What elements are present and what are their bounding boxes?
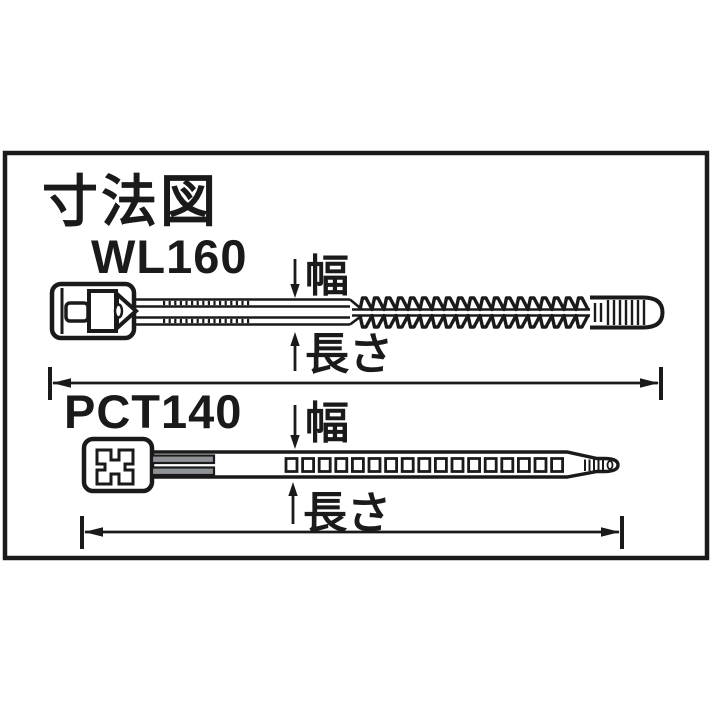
pct140-section: PCT140 幅 長さ bbox=[64, 385, 624, 549]
pct140-width-label: 幅 bbox=[305, 399, 349, 448]
wl160-tip-ribs bbox=[606, 300, 646, 325]
pct140-cable-tie-drawing bbox=[81, 436, 620, 494]
pct140-slot-bar-bottom bbox=[150, 466, 216, 477]
wl160-tip-cross-marks bbox=[593, 303, 603, 322]
pct140-slot-bar-top bbox=[150, 454, 216, 465]
pct140-tip-hole bbox=[606, 460, 614, 470]
wl160-dimension-arrowhead-right-icon bbox=[640, 378, 659, 388]
pct140-dimension-arrowhead-left-icon bbox=[84, 527, 103, 537]
pct140-length-dimension-line bbox=[80, 516, 624, 549]
wl160-head-slot bbox=[87, 289, 118, 333]
wl160-teeth-bottom bbox=[358, 313, 590, 329]
pct140-head-h-cutout bbox=[95, 448, 135, 486]
wl160-length-annotation: 長さ bbox=[290, 330, 393, 379]
pct140-square-holes bbox=[284, 457, 564, 473]
wl160-teeth-top bbox=[358, 296, 590, 312]
pct140-dimension-arrowhead-right-icon bbox=[601, 527, 620, 537]
wl160-strap-serration-dashes bbox=[163, 300, 251, 324]
wl160-head-pawl bbox=[64, 301, 90, 323]
diagram-title: 寸法図 bbox=[42, 170, 219, 233]
wl160-length-arrow-up-icon bbox=[290, 332, 300, 346]
pct140-model-label: PCT140 bbox=[64, 385, 242, 438]
pct140-length-arrow-up-icon bbox=[288, 482, 298, 496]
pct140-length-annotation: 長さ bbox=[288, 482, 391, 538]
pct140-tip-ribs bbox=[584, 459, 604, 471]
wl160-cable-tie-drawing bbox=[49, 281, 665, 341]
wl160-strap-rails bbox=[133, 298, 350, 326]
wl160-dimension-arrowhead-left-icon bbox=[52, 378, 71, 388]
wl160-model-label: WL160 bbox=[91, 230, 248, 283]
wl160-length-dimension-line bbox=[48, 367, 663, 400]
wl160-width-arrow-down-icon bbox=[290, 284, 300, 298]
wl160-length-label: 長さ bbox=[305, 330, 393, 379]
wl160-section: WL160 幅 bbox=[48, 230, 665, 400]
wl160-width-label: 幅 bbox=[305, 252, 349, 301]
wl160-head-latch-pin bbox=[113, 303, 124, 319]
pct140-width-arrow-down-icon bbox=[290, 435, 300, 449]
wl160-width-annotation: 幅 bbox=[290, 252, 349, 301]
pct140-length-label: 長さ bbox=[303, 489, 391, 538]
pct140-width-annotation: 幅 bbox=[290, 399, 349, 449]
